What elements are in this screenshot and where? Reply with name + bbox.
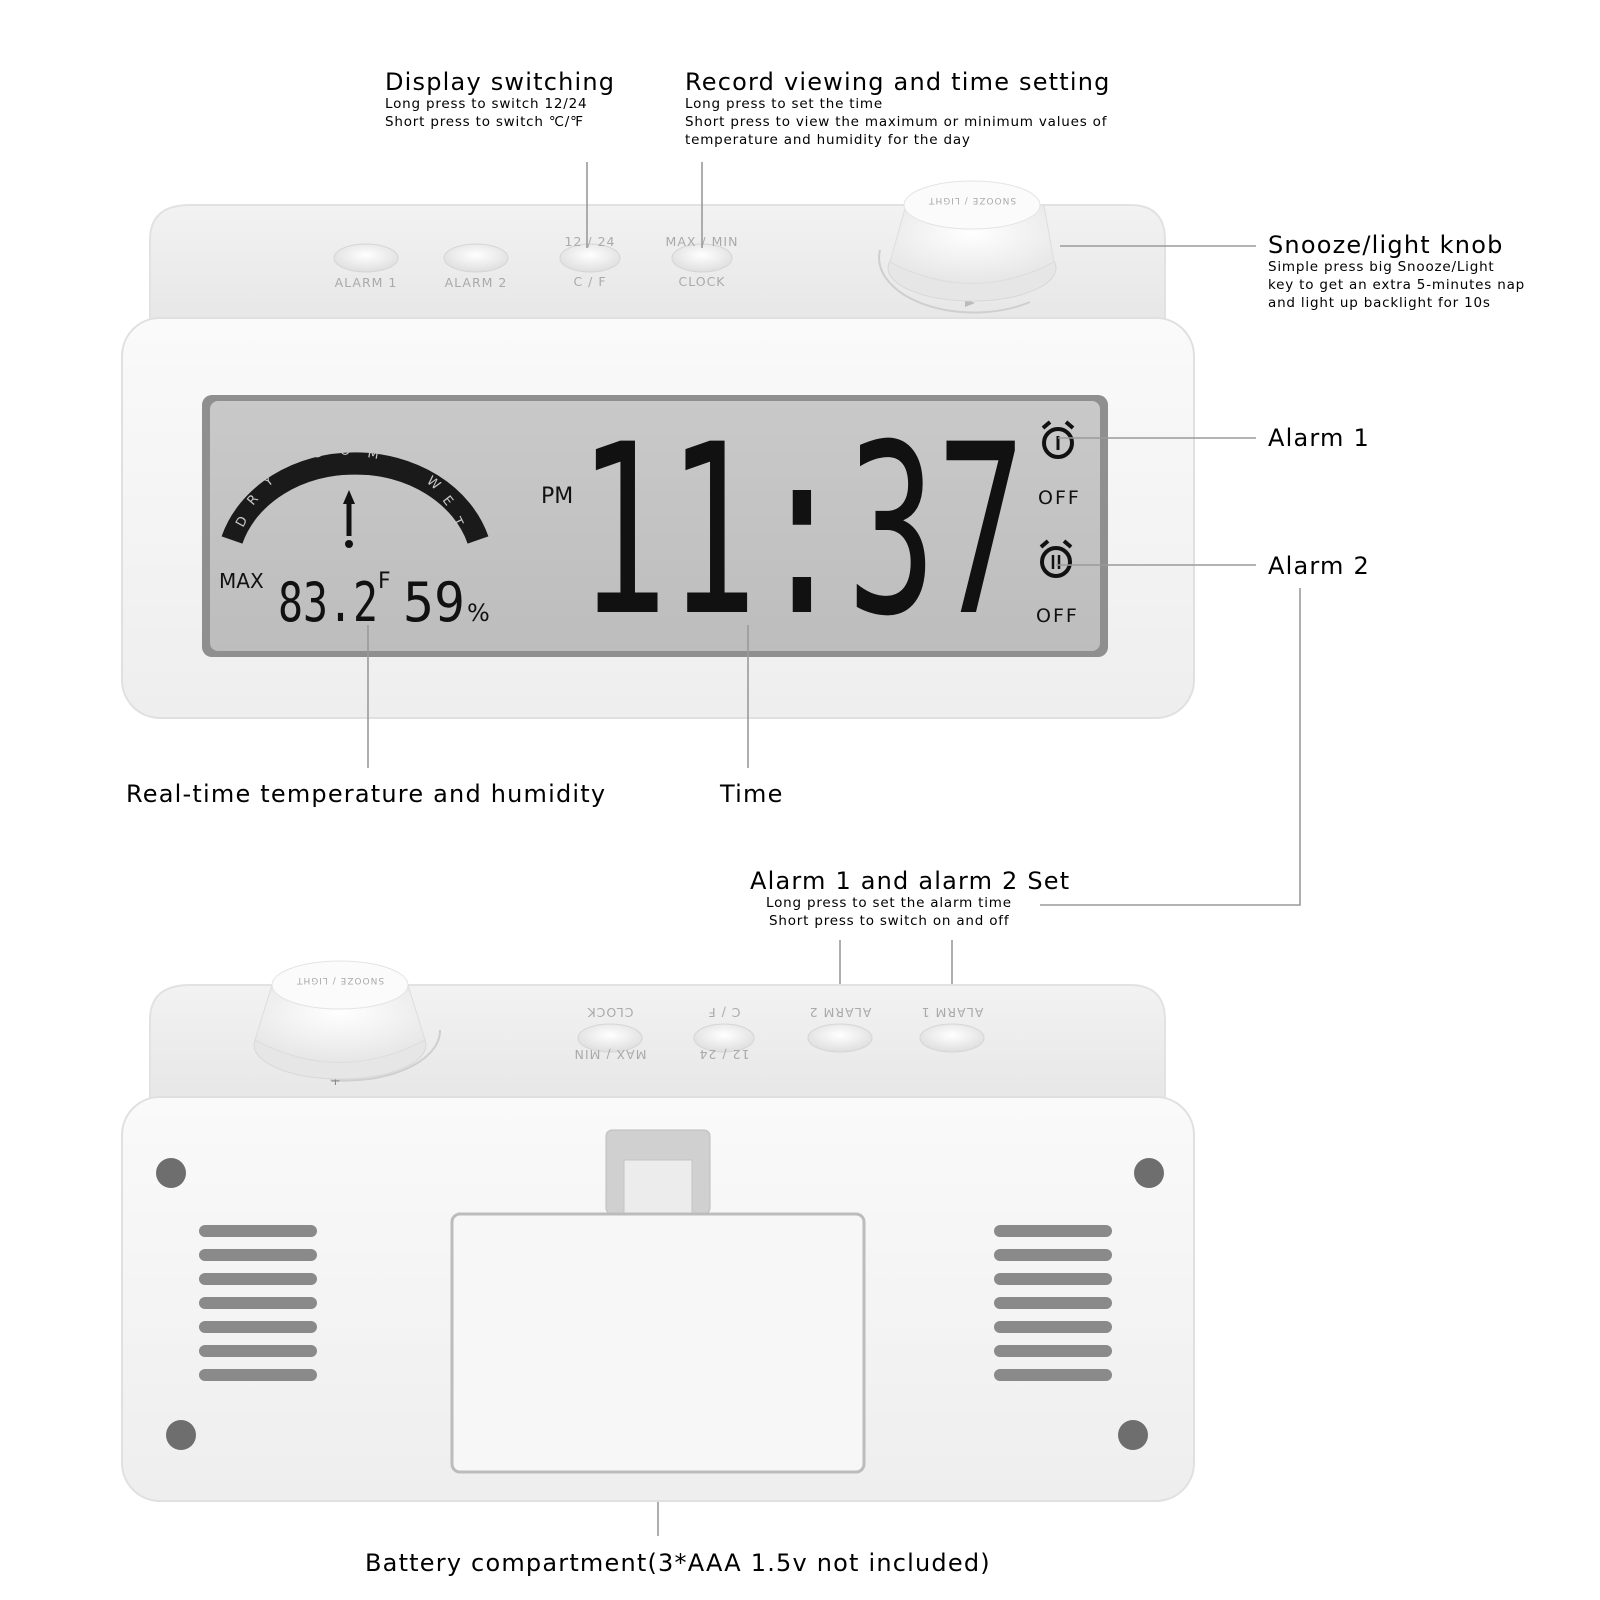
alarm-set-title: Alarm 1 and alarm 2 Set xyxy=(750,867,1070,895)
comfort-arc xyxy=(221,452,489,544)
display-switching-line2: Short press to switch ℃/℉ xyxy=(385,114,584,130)
temperature-value: 83.2 xyxy=(278,571,378,634)
alarm2-bell-icon xyxy=(1039,539,1073,578)
back-cf-button[interactable] xyxy=(693,1023,755,1053)
twelve24-cf-button[interactable] xyxy=(559,243,621,273)
comfort-letter-o: O xyxy=(340,444,350,459)
knob-label: SNOOZE / LIGHT xyxy=(928,195,1016,205)
back-clock: + SNOOZE / LIGHT CLOCK MAX / MIN C / F 1… xyxy=(121,960,1195,1502)
battery-label: Battery compartment(3*AAA 1.5v not inclu… xyxy=(365,1549,991,1577)
alarm2-status: OFF xyxy=(1036,605,1079,627)
alarm1-bell-icon xyxy=(1041,420,1075,459)
display-switching-title: Display switching xyxy=(385,68,615,96)
alarm1-label: Alarm 1 xyxy=(1268,424,1370,452)
display-switching-line1: Long press to switch 12/24 xyxy=(385,96,587,112)
temperature-unit: F xyxy=(378,569,391,594)
alarm2-button[interactable] xyxy=(443,243,509,273)
back-knob-arc xyxy=(329,1029,442,1082)
lcd-screen xyxy=(210,401,1100,651)
snooze-line1: Simple press big Snooze/Light xyxy=(1268,259,1495,275)
comfort-pointer-icon xyxy=(343,490,355,548)
back-knob-label: SNOOZE / LIGHT xyxy=(296,975,384,985)
knob-arc xyxy=(878,249,1031,314)
time-display: 11:37 xyxy=(578,395,1026,668)
knob-top[interactable] xyxy=(903,180,1041,230)
humidity-unit: % xyxy=(467,599,490,627)
back-label-alarm1: ALARM 1 xyxy=(921,1005,984,1020)
comfort-letter-m: M xyxy=(366,446,380,463)
back-alarm2-button[interactable] xyxy=(807,1023,873,1053)
back-alarm1-button[interactable] xyxy=(919,1023,985,1053)
hanging-slot xyxy=(605,1129,711,1215)
snooze-line3: and light up backlight for 10s xyxy=(1268,295,1491,311)
comfort-inner-band xyxy=(293,464,417,483)
humidity-value: 59 xyxy=(403,571,465,634)
annotations: Display switching Long press to switch 1… xyxy=(126,68,1525,1577)
record-viewing-line2: Short press to view the maximum or minim… xyxy=(685,114,1108,130)
btn-label-alarm2: ALARM 2 xyxy=(445,275,508,290)
btn-label-cf: C / F xyxy=(573,274,606,289)
alarm2-label: Alarm 2 xyxy=(1268,552,1370,580)
battery-compartment-cover[interactable] xyxy=(450,1212,866,1474)
back-label-maxmin: MAX / MIN xyxy=(574,1047,647,1062)
screw-hole-bl xyxy=(166,1420,196,1450)
ampm-indicator: PM xyxy=(541,484,573,509)
back-knob-top[interactable] xyxy=(271,960,409,1010)
btn-label-alarm1: ALARM 1 xyxy=(335,275,398,290)
right-speaker-grille xyxy=(994,1225,1112,1381)
alarm-set-line1: Long press to set the alarm time xyxy=(766,895,1012,911)
realtime-label: Real-time temperature and humidity xyxy=(126,780,606,808)
screw-hole-br xyxy=(1118,1420,1148,1450)
max-label: MAX xyxy=(219,569,264,593)
screw-hole-tr xyxy=(1134,1158,1164,1188)
leader-alarm-set xyxy=(1040,588,1301,906)
left-speaker-grille xyxy=(199,1225,317,1381)
back-label-cf: C / F xyxy=(707,1005,740,1020)
back-knob-plus: + xyxy=(330,1074,342,1089)
time-label: Time xyxy=(719,780,784,808)
back-label-alarm2: ALARM 2 xyxy=(809,1005,872,1020)
back-snooze-knob[interactable] xyxy=(254,984,426,1063)
alarm-set-line2: Short press to switch on and off xyxy=(769,913,1010,929)
back-label-clock: CLOCK xyxy=(586,1005,633,1020)
btn-label-clock: CLOCK xyxy=(678,274,725,289)
record-viewing-line1: Long press to set the time xyxy=(685,96,883,112)
comfort-letter-c: C xyxy=(311,446,323,462)
record-viewing-line3: temperature and humidity for the day xyxy=(685,132,971,148)
front-clock: ALARM 1 ALARM 2 12 / 24 C / F MAX / MIN … xyxy=(121,180,1195,719)
btn-label-12-24: 12 / 24 xyxy=(565,234,616,249)
snooze-title: Snooze/light knob xyxy=(1268,231,1504,259)
screw-hole-tl xyxy=(156,1158,186,1188)
back-label-12-24: 12 / 24 xyxy=(699,1047,750,1062)
snooze-line2: key to get an extra 5-minutes nap xyxy=(1268,277,1525,293)
record-viewing-title: Record viewing and time setting xyxy=(685,68,1111,96)
back-clock-button[interactable] xyxy=(577,1023,643,1053)
alarm1-status: OFF xyxy=(1038,487,1081,509)
alarm1-button[interactable] xyxy=(333,243,399,273)
